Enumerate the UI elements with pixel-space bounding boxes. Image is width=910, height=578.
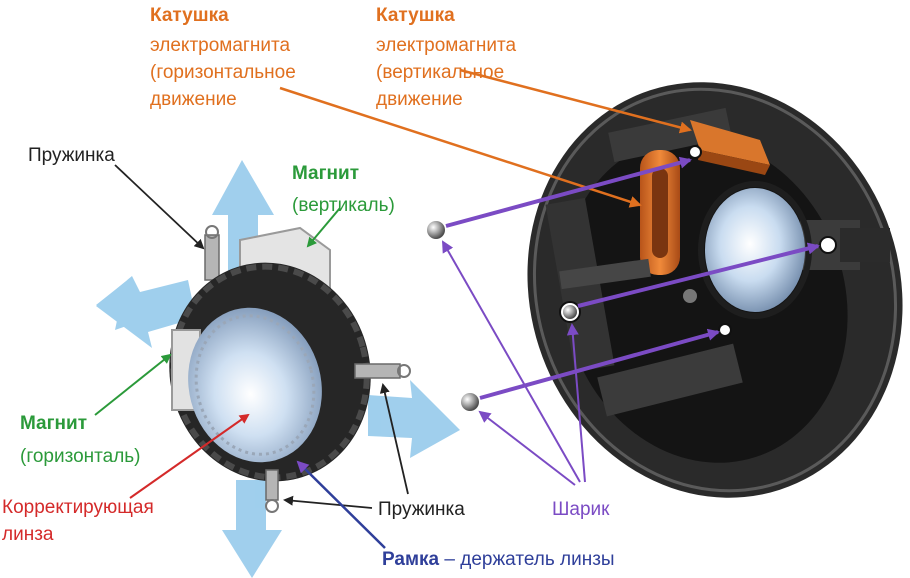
spring-bottom bbox=[265, 469, 279, 501]
spring-top-hook bbox=[205, 225, 219, 239]
ball-arrow-1 bbox=[445, 156, 692, 228]
housing-screw bbox=[683, 289, 697, 303]
ball-pointer-2 bbox=[566, 323, 586, 483]
magnet-h-text: (горизонталь) bbox=[20, 446, 141, 467]
ball-arrow-3 bbox=[479, 328, 720, 400]
lens-label: Корректирующая линза bbox=[2, 497, 154, 545]
lens-holder-assembly bbox=[169, 225, 411, 513]
motion-arrow-right bbox=[368, 380, 460, 458]
spring-right-hook bbox=[397, 364, 411, 378]
frame-teeth bbox=[170, 263, 370, 481]
spring-right bbox=[354, 363, 401, 379]
correction-lens bbox=[188, 307, 322, 463]
motion-arrows bbox=[96, 160, 460, 578]
motion-arrow-down bbox=[222, 480, 282, 578]
ball-arrow-2 bbox=[577, 242, 820, 308]
ball-3 bbox=[461, 393, 479, 411]
coil-h-text: электромагнита (горизонтальное движение bbox=[150, 35, 296, 110]
callout-magnet-v bbox=[306, 207, 341, 248]
frame-text: – держатель линзы bbox=[439, 549, 615, 570]
magnet-v-text: (вертикаль) bbox=[292, 195, 395, 216]
housing-base-tab bbox=[597, 343, 743, 417]
housing-assembly bbox=[527, 82, 903, 498]
ball-socket-bottom bbox=[718, 323, 732, 337]
frame-label: Рамка – держатель линзы bbox=[382, 546, 615, 573]
ball-pointer-3 bbox=[478, 410, 576, 486]
motion-arrow-left-body bbox=[96, 276, 196, 348]
motion-arrow-up bbox=[212, 160, 274, 272]
callout-spring-bottom bbox=[283, 495, 373, 509]
callout-spring-right bbox=[379, 383, 409, 495]
housing-bracket bbox=[559, 258, 651, 290]
magnet-v-title: Магнит bbox=[292, 163, 360, 184]
ball-label: Шарик bbox=[552, 499, 610, 520]
horizontal-coil-shade bbox=[698, 150, 770, 175]
housing-tab-right bbox=[840, 228, 890, 262]
ball-socket-right bbox=[819, 236, 837, 254]
inner-lens bbox=[705, 188, 805, 312]
callout-lens bbox=[129, 413, 250, 499]
ball-socket-top bbox=[688, 145, 702, 159]
housing-strut-top bbox=[608, 107, 732, 163]
spring-top bbox=[204, 234, 220, 281]
callout-coil-v bbox=[459, 68, 692, 134]
ball-pointer-1 bbox=[442, 240, 581, 483]
balls bbox=[427, 221, 577, 411]
ball-1 bbox=[427, 221, 445, 239]
ball-2 bbox=[563, 305, 577, 319]
spring-bottom-hook bbox=[265, 499, 279, 513]
lens-threads bbox=[194, 314, 316, 456]
callout-magnet-h bbox=[94, 353, 172, 416]
horizontal-coil bbox=[690, 120, 770, 165]
coil-h-title: Катушка bbox=[150, 5, 229, 26]
spring-bottom-label: Пружинка bbox=[378, 499, 465, 520]
magnet-h-title: Магнит bbox=[20, 413, 88, 434]
callout-coil-h bbox=[279, 86, 642, 208]
callout-lines bbox=[94, 68, 820, 549]
callout-spring-top bbox=[114, 164, 205, 250]
coil-v-text: электромагнита (вертикальное движение bbox=[376, 35, 517, 110]
callout-frame bbox=[296, 460, 386, 549]
coil-v-title: Катушка bbox=[376, 5, 455, 26]
frame-title: Рамка bbox=[382, 549, 440, 570]
vertical-coil-core bbox=[652, 168, 668, 258]
spring-top-label: Пружинка bbox=[28, 145, 115, 166]
